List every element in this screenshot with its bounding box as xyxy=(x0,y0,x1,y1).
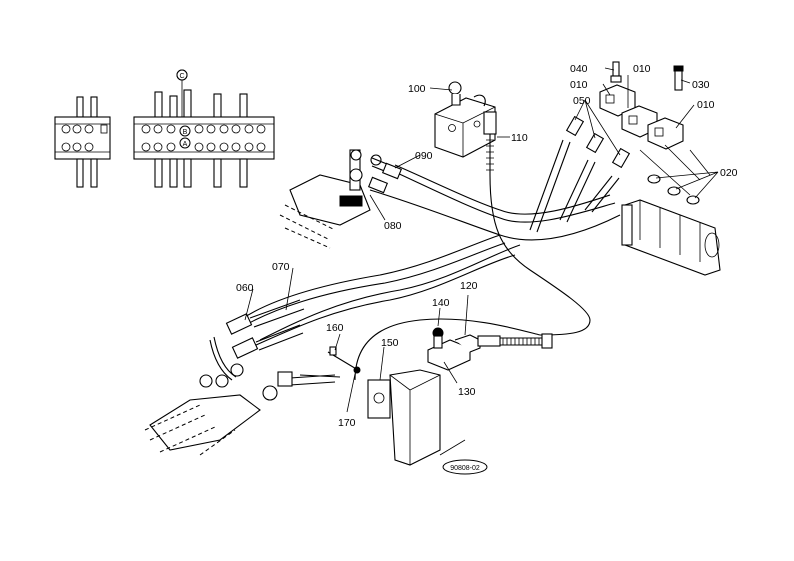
label-150: 150 xyxy=(381,337,399,349)
svg-text:B: B xyxy=(183,129,188,136)
marker-b: B xyxy=(179,125,191,137)
label-090: 090 xyxy=(415,150,433,162)
label-160: 160 xyxy=(326,322,344,334)
hose-110 xyxy=(483,111,591,336)
label-010-left: 010 xyxy=(570,79,588,91)
label-080: 080 xyxy=(384,220,402,232)
valve-bracket xyxy=(299,327,553,466)
svg-text:90808-02: 90808-02 xyxy=(450,465,480,472)
marker-c: C xyxy=(176,69,188,81)
label-020: 020 xyxy=(720,167,738,179)
svg-text:A: A xyxy=(183,141,188,148)
label-010-top: 010 xyxy=(633,63,651,75)
drawing-number-stamp: 90808-02 xyxy=(442,459,488,475)
fittings-050 xyxy=(529,115,631,233)
label-110: 110 xyxy=(511,132,528,144)
solenoid-valves xyxy=(599,61,711,205)
control-valve-small xyxy=(54,96,111,188)
control-valve-large xyxy=(133,69,275,188)
svg-text:C: C xyxy=(179,73,184,80)
marker-a: A xyxy=(179,137,191,149)
label-040: 040 xyxy=(570,63,588,75)
label-030: 030 xyxy=(692,79,710,91)
label-060: 060 xyxy=(236,282,254,294)
manifold-060-070 xyxy=(144,299,336,456)
label-120: 120 xyxy=(460,280,478,292)
leader-lines xyxy=(244,67,719,413)
label-170: 170 xyxy=(338,417,356,429)
manifold-080-090 xyxy=(279,149,403,249)
label-050: 050 xyxy=(573,95,591,107)
label-070: 070 xyxy=(272,261,290,273)
label-130: 130 xyxy=(458,386,476,398)
label-140: 140 xyxy=(432,297,450,309)
hydraulic-lines xyxy=(239,164,621,381)
label-100: 100 xyxy=(408,83,426,95)
hydraulic-pump xyxy=(621,199,721,276)
label-010-right: 010 xyxy=(697,99,715,111)
